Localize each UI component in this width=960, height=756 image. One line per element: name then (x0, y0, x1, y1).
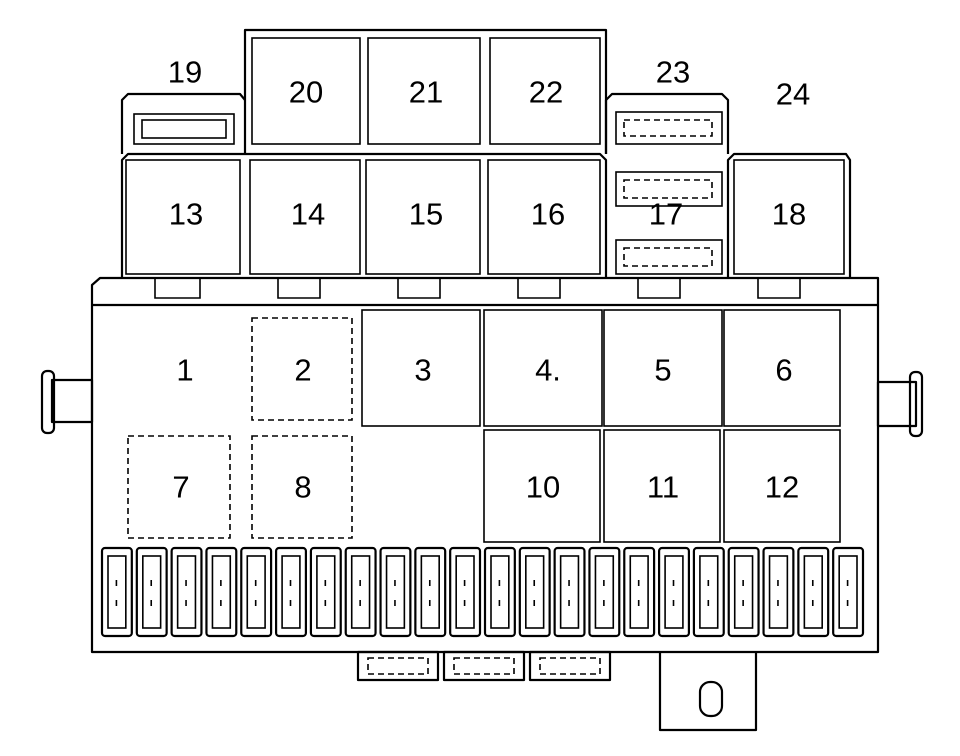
relay-box-13 (125, 159, 241, 275)
relay-label-15: 15 (409, 197, 443, 232)
relay-box-6 (723, 309, 841, 427)
right-mounting-pin (876, 370, 924, 438)
relay-label-13: 13 (169, 197, 203, 232)
relay-box-10 (483, 429, 601, 543)
fuse-slot (518, 546, 551, 638)
relay-label-4: 4. (535, 353, 561, 388)
left-mounting-pin (40, 369, 94, 435)
fuse-slot (274, 546, 308, 638)
relay-label-23: 23 (656, 55, 690, 90)
fuse-strip (100, 546, 865, 638)
relay-label-20: 20 (289, 75, 323, 110)
relay-label-3: 3 (414, 353, 431, 388)
relay-box-3 (361, 309, 481, 427)
fuse-slot (240, 546, 273, 638)
bottom-fuse (442, 650, 526, 682)
relay-box-20 (251, 37, 361, 145)
fuse-holder-19 (120, 92, 246, 154)
relay-box-11 (603, 429, 721, 543)
fuse-holder-column-23 (604, 92, 730, 275)
relay-label-11: 11 (647, 470, 679, 505)
fuse-slot (797, 546, 830, 638)
fuse-slot (344, 546, 377, 638)
bottom-fuse (528, 650, 612, 682)
relay-labels: 1 2 3 4. 5 6 7 8 10 11 12 13 14 15 16 17… (168, 55, 810, 505)
fuse-slot (553, 546, 586, 638)
relay-label-21: 21 (409, 75, 443, 110)
relay-boxes (125, 37, 845, 543)
fuse-slot (657, 546, 691, 638)
fuse-slot (100, 546, 133, 638)
fuse-slot (205, 546, 238, 638)
fuse-slot (170, 546, 203, 638)
fuse-slot (483, 546, 516, 638)
fuse-slot (762, 546, 795, 638)
relay-label-18: 18 (772, 197, 806, 232)
fuse-slot (588, 546, 621, 638)
relay-box-8 (251, 435, 353, 539)
relay-box-5 (603, 309, 723, 427)
relay-label-16: 16 (531, 197, 565, 232)
relay-label-7: 7 (172, 470, 189, 505)
relay-label-2: 2 (294, 353, 311, 388)
relay-label-24: 24 (776, 77, 810, 112)
relay-label-14: 14 (291, 197, 325, 232)
relay-label-10: 10 (526, 470, 560, 505)
relay-box-15 (365, 159, 481, 275)
relay-label-22: 22 (529, 75, 563, 110)
fuse-slot (727, 546, 760, 638)
fuse-slot (692, 546, 725, 638)
relay-label-1: 1 (176, 353, 193, 388)
relay-box-4 (483, 309, 603, 427)
relay-box-2 (251, 317, 353, 421)
relay-label-5: 5 (654, 353, 671, 388)
fuse-slot (449, 546, 482, 638)
relay-label-17: 17 (649, 197, 683, 232)
relay-box-18 (733, 159, 845, 275)
relay-label-6: 6 (775, 353, 792, 388)
fuse-slot (414, 546, 447, 638)
fuse-slot (135, 546, 168, 638)
fuse-slot (309, 546, 342, 638)
relay-label-12: 12 (765, 470, 799, 505)
relay-label-8: 8 (294, 470, 311, 505)
relay-box-12 (723, 429, 841, 543)
main-housing (90, 276, 880, 654)
top-relay-row (243, 28, 608, 154)
relay-label-19: 19 (168, 55, 202, 90)
relay-box-14 (249, 159, 361, 275)
relay-box-22 (489, 37, 601, 145)
bottom-fuses (356, 650, 612, 682)
fuse-slot (832, 546, 865, 638)
relay-box-16 (487, 159, 601, 275)
bottom-fuse (356, 650, 440, 682)
fuse-slot (379, 546, 412, 638)
bottom-connector (658, 652, 758, 732)
fuse-slot (623, 546, 656, 638)
relay-box-7 (127, 435, 231, 539)
relay-box-21 (367, 37, 481, 145)
upper-relay-row (120, 152, 852, 278)
